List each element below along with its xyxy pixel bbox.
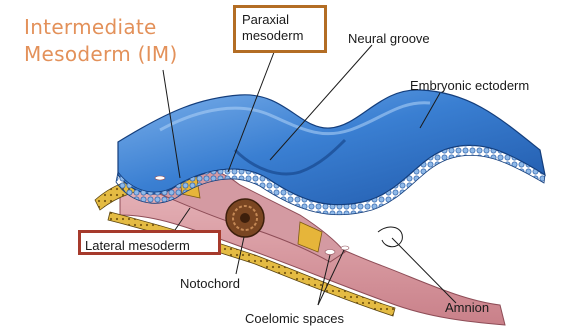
embryonic-ectoderm-label: Embryonic ectoderm — [410, 78, 529, 94]
paraxial-mesoderm-label-box: Paraxial mesoderm — [233, 5, 327, 53]
paraxial-label-line-2: mesoderm — [236, 28, 324, 44]
amnion — [378, 227, 402, 247]
paraxial-label-line-1: Paraxial — [236, 8, 324, 28]
lateral-mesoderm-label: Lateral mesoderm — [85, 238, 190, 253]
notochord-label: Notochord — [180, 276, 240, 292]
intermediate-mesoderm-title: Intermediate Mesoderm (IM) — [24, 14, 178, 68]
notochord — [226, 199, 264, 237]
lateral-mesoderm-label-box: Lateral mesoderm — [78, 230, 221, 255]
title-line-2: Mesoderm (IM) — [24, 41, 178, 68]
title-line-1: Intermediate — [24, 14, 178, 41]
amnion-label: Amnion — [445, 300, 489, 316]
neural-groove-label: Neural groove — [348, 31, 430, 47]
coelomic-spaces-label: Coelomic spaces — [245, 311, 344, 327]
